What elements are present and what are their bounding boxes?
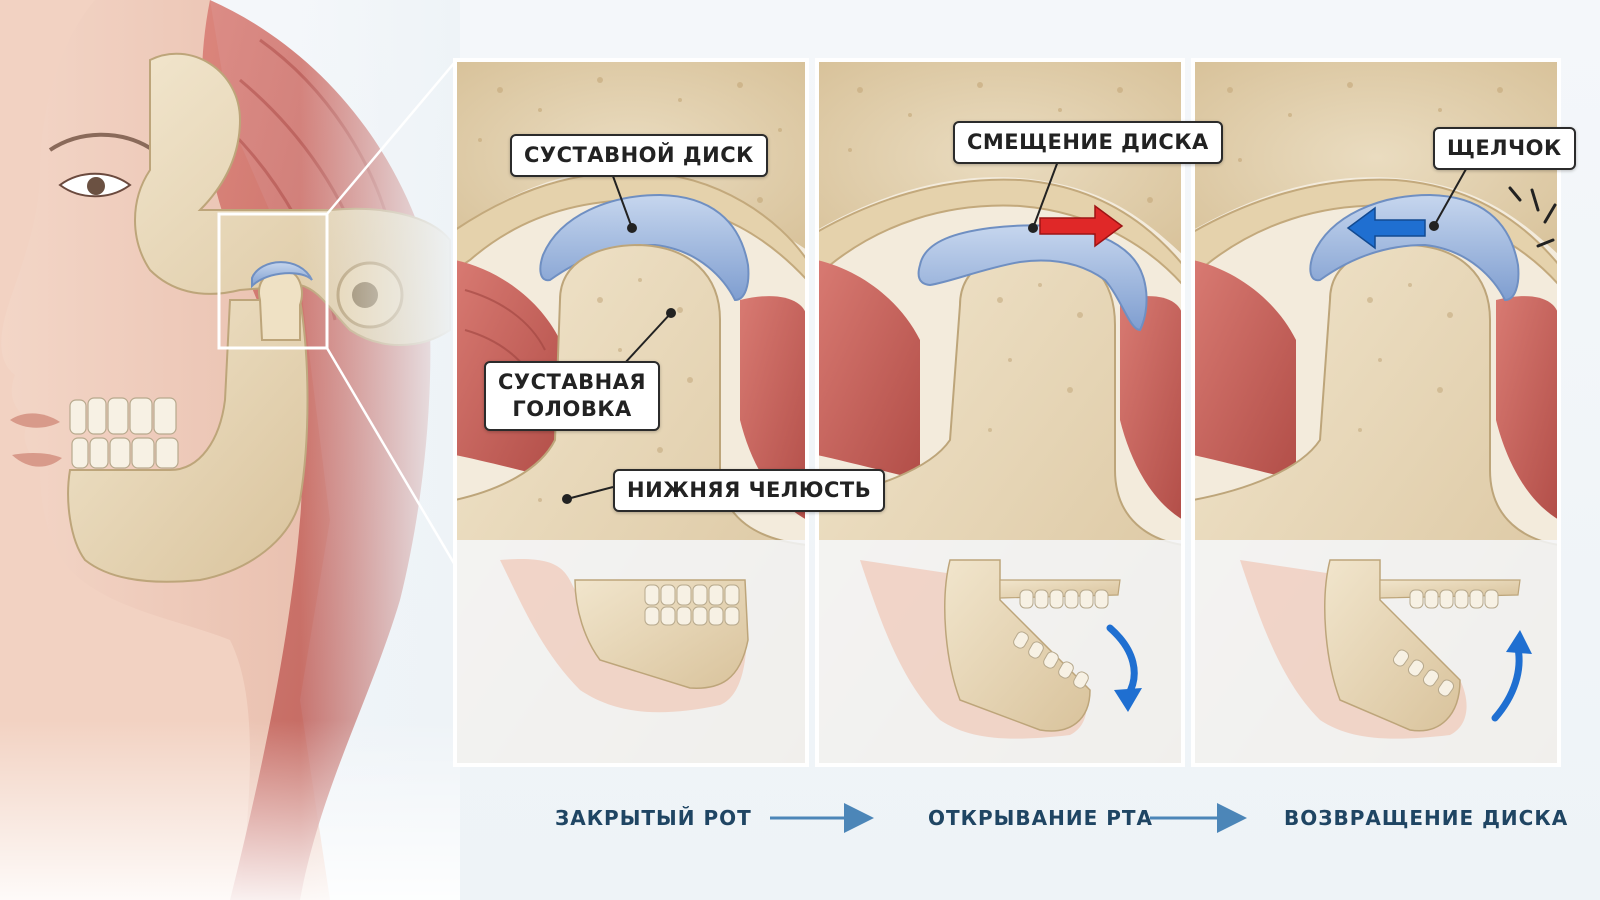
callout-disc-displacement: СМЕЩЕНИЕ ДИСКА	[953, 121, 1223, 164]
stage-label-return: ВОЗВРАЩЕНИЕ ДИСКА	[1284, 806, 1569, 830]
callout-mandible-text: НИЖНЯЯ ЧЕЛЮСТЬ	[627, 478, 872, 502]
head-profile	[0, 0, 460, 900]
panel-disc-return	[1193, 60, 1559, 765]
callout-mandible: НИЖНЯЯ ЧЕЛЮСТЬ	[613, 469, 886, 512]
disc-return-arrow	[1346, 206, 1426, 250]
disc-forward-arrow	[1039, 204, 1124, 248]
click-sound-icon	[1508, 186, 1557, 248]
leader-lines	[562, 160, 1471, 504]
panel-opening	[817, 60, 1183, 765]
stage-label-opening: ОТКРЫВАНИЕ РТА	[928, 806, 1153, 830]
callout-articular-disc-text: СУСТАВНОЙ ДИСК	[524, 143, 754, 167]
zoom-indicator	[217, 61, 457, 566]
callout-click-text: ЩЕЛЧОК	[1447, 136, 1562, 160]
callout-articular-disc: СУСТАВНОЙ ДИСК	[510, 134, 768, 177]
callout-condyle: СУСТАВНАЯ ГОЛОВКА	[484, 361, 661, 431]
callout-condyle-line2: ГОЛОВКА	[512, 397, 632, 421]
jaw-close-arrow	[1491, 644, 1523, 722]
callout-click: ЩЕЛЧОК	[1433, 127, 1576, 170]
callout-condyle-line1: СУСТАВНАЯ	[498, 370, 647, 394]
callout-disc-displacement-text: СМЕЩЕНИЕ ДИСКА	[967, 130, 1209, 154]
stage-label-closed: ЗАКРЫТЫЙ РОТ	[555, 806, 752, 830]
